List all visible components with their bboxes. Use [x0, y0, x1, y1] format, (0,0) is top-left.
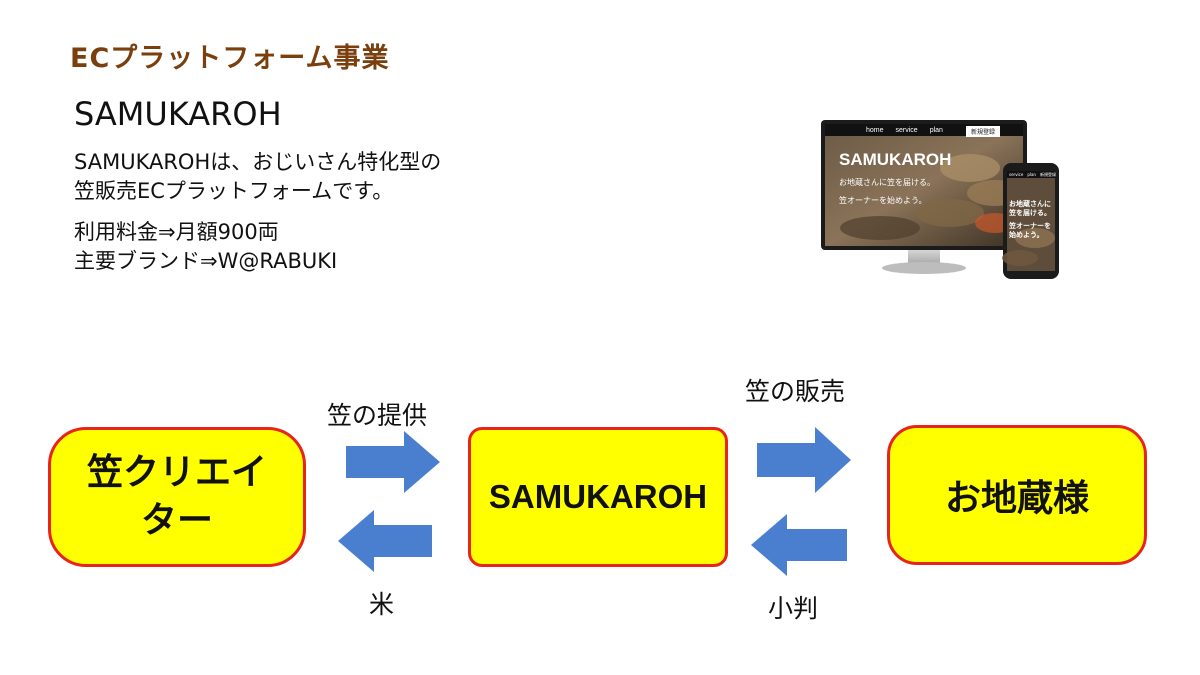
description-line-1: SAMUKAROHは、おじいさん特化型の — [74, 150, 442, 174]
brand-name: SAMUKAROH — [74, 95, 282, 133]
device-mockup: home service plan 新規登録 SAMUKAROH お地蔵さんに笠… — [820, 118, 1060, 283]
mockup-nav-plan: plan — [929, 127, 943, 134]
node-platform-label: SAMUKAROH — [488, 478, 708, 515]
edge-label-sell-hats: 笠の販売 — [745, 377, 846, 406]
mockup-nav-home: home — [866, 127, 884, 134]
node-platform: SAMUKAROH — [468, 427, 728, 567]
phone-line-4: 始めよう。 — [1009, 231, 1044, 239]
node-customer: お地蔵様 — [887, 425, 1147, 565]
mockup-signup-button: 新規登録 — [966, 126, 1001, 137]
arrow-customer-to-platform — [751, 514, 847, 576]
arrow-platform-to-customer — [757, 427, 851, 493]
mockup-hero-line-1: お地蔵さんに笠を届ける。 — [839, 178, 935, 187]
node-customer-label: お地蔵様 — [944, 478, 1089, 519]
phone-nav-signup: 新規登録 — [1039, 172, 1056, 177]
description-line-2: 笠販売ECプラットフォームです。 — [74, 179, 394, 203]
phone-nav-plan: plan — [1027, 172, 1036, 177]
edge-label-koban: 小判 — [768, 594, 819, 623]
edge-label-rice: 米 — [369, 590, 395, 619]
mockup-hero-line-2: 笠オーナーを始めよう。 — [839, 196, 927, 205]
node-creator-label: 笠クリエイター — [86, 452, 267, 541]
edge-label-provide-hats: 笠の提供 — [327, 401, 428, 430]
section-title: ECプラットフォーム事業 — [70, 43, 390, 74]
details: 利用料金⇒月額900両 主要ブランド⇒W@RABUKI — [74, 218, 337, 276]
phone-hero-text: お地蔵さんに 笠を届ける。 笠オーナーを 始めよう。 — [1009, 200, 1051, 240]
device-mockup-image — [821, 120, 1059, 279]
fee-text: 利用料金⇒月額900両 — [74, 220, 279, 244]
node-creator: 笠クリエイター — [48, 427, 306, 567]
mockup-hero-title: SAMUKAROH — [839, 150, 952, 169]
arrow-platform-to-creator — [338, 510, 432, 572]
mockup-nav: home service plan — [866, 127, 943, 134]
arrow-creator-to-platform — [346, 431, 440, 493]
phone-nav: service plan 新規登録 — [1009, 172, 1056, 178]
mockup-nav-service: service — [895, 127, 918, 134]
description: SAMUKAROHは、おじいさん特化型の 笠販売ECプラットフォームです。 — [74, 148, 441, 206]
phone-nav-service: service — [1009, 172, 1024, 177]
phone-line-2: 笠を届ける。 — [1009, 209, 1051, 217]
main-brand-text: 主要ブランド⇒W@RABUKI — [74, 249, 338, 273]
phone-line-1: お地蔵さんに — [1009, 200, 1051, 208]
phone-line-3: 笠オーナーを — [1009, 222, 1051, 230]
